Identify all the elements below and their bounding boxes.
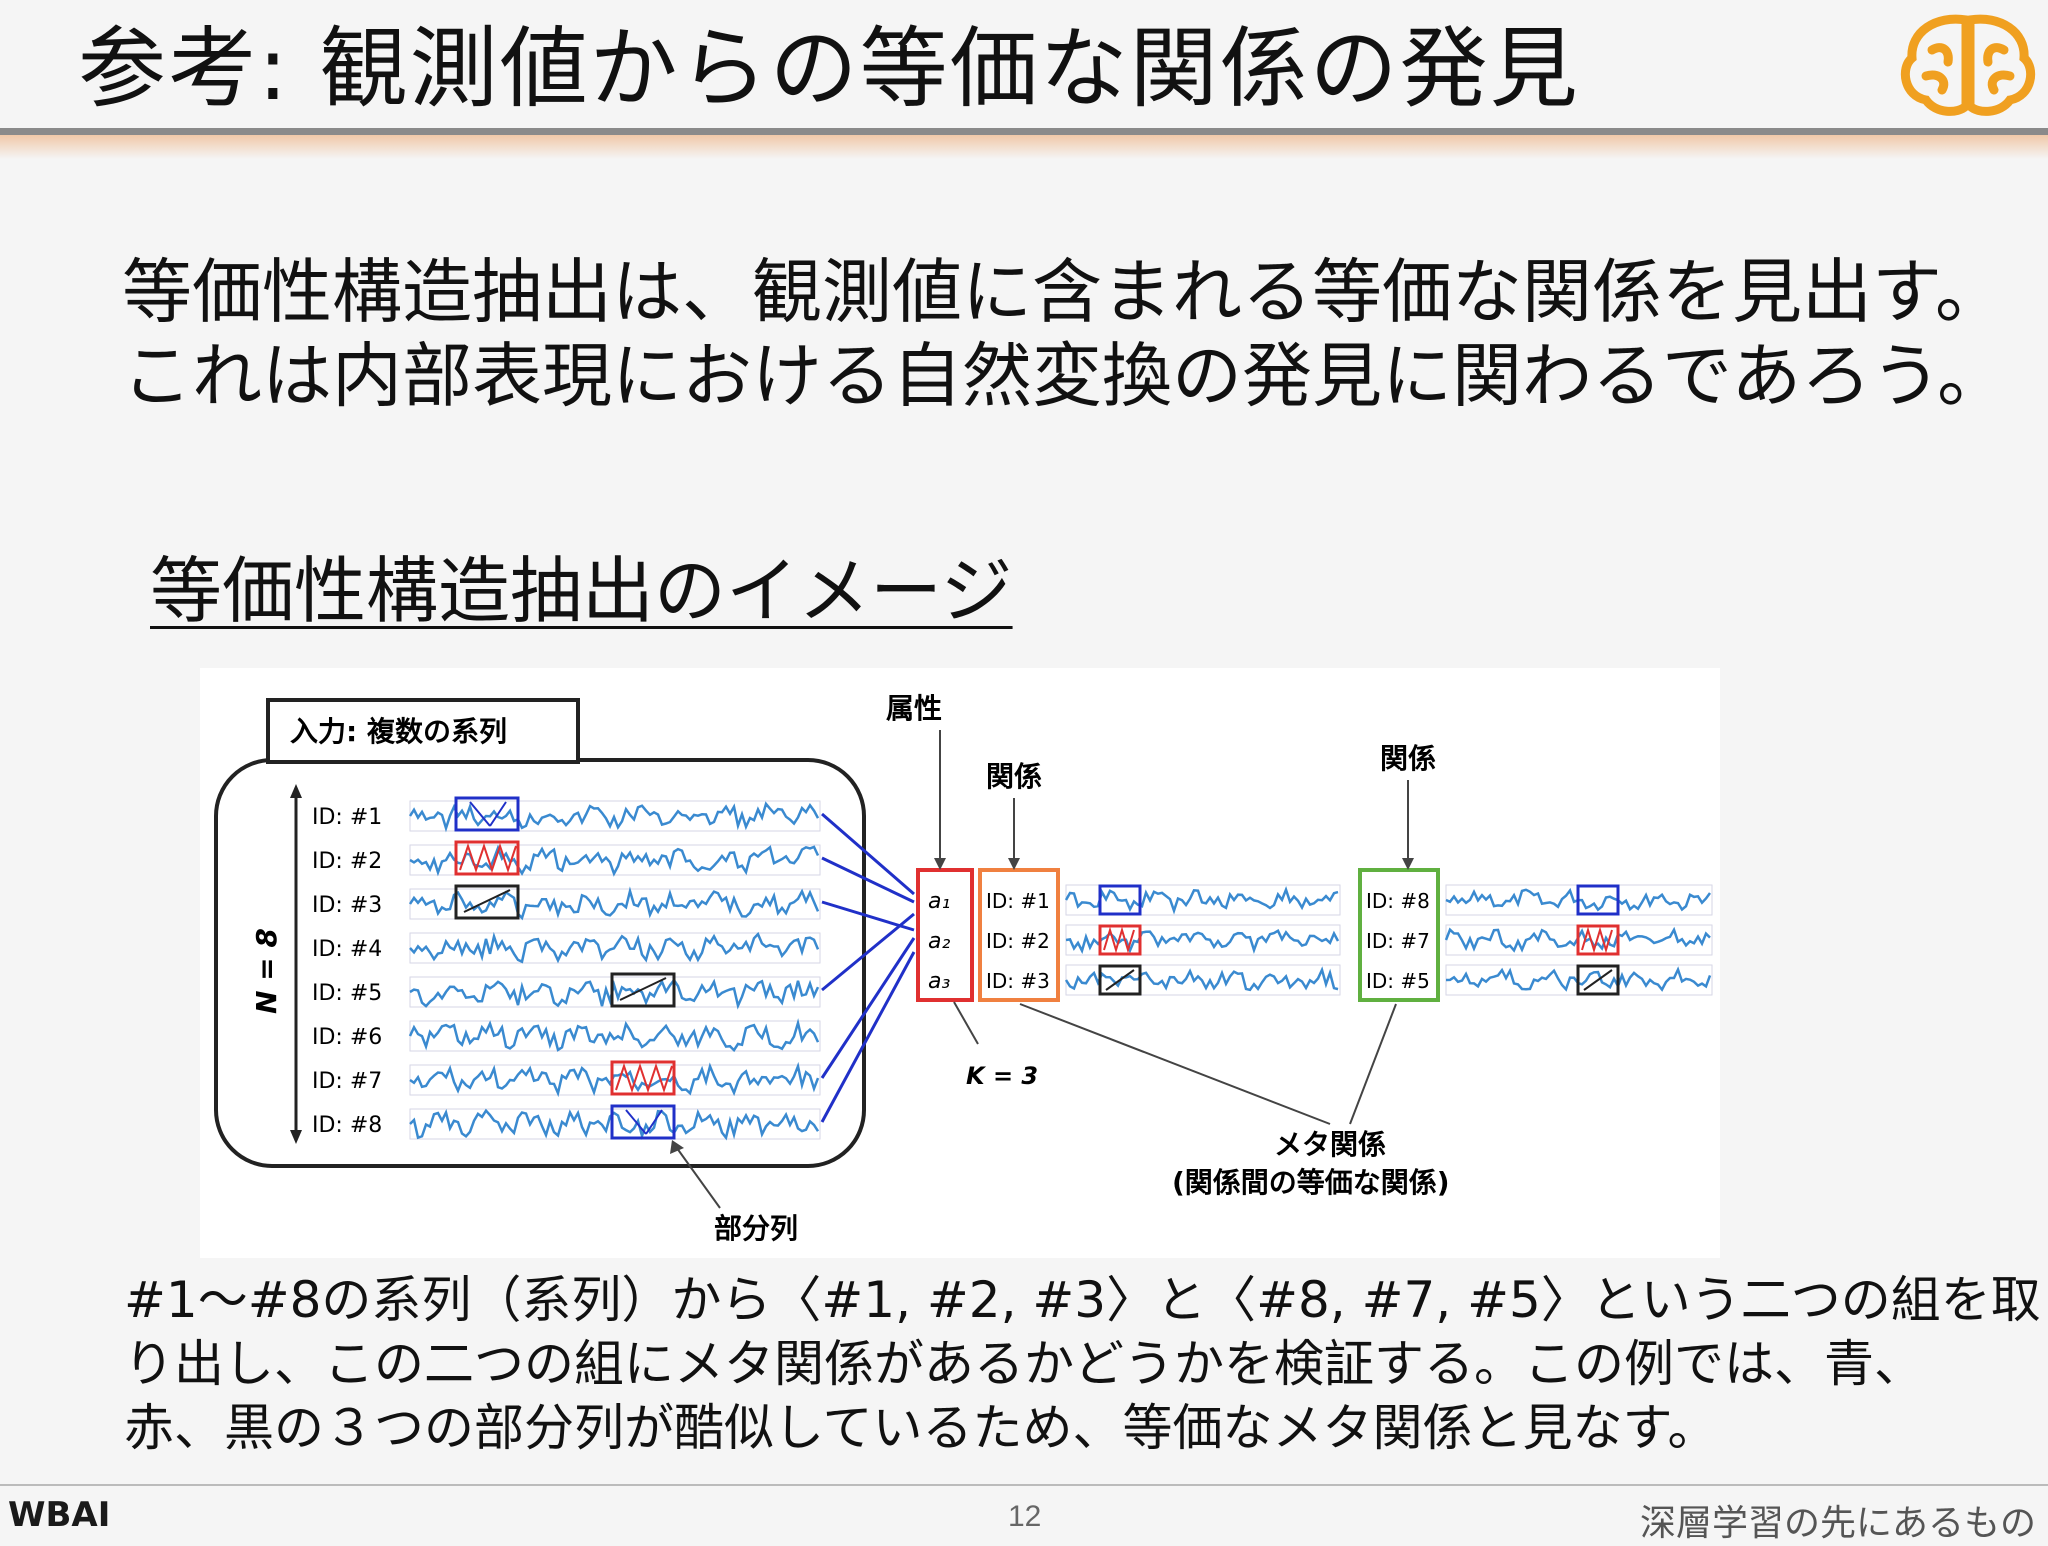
subseq-mark-black <box>1583 969 1613 991</box>
figure-caption: #1〜#8の系列（系列）から〈#1, #2, #3〉と〈#8, #7, #5〉と… <box>124 1268 2041 1460</box>
series-id-label: ID: #5 <box>312 981 382 1006</box>
attribute-pointer-head <box>934 858 946 870</box>
subseq-box-black <box>1098 964 1142 996</box>
meta-sublabel: (関係間の等価な関係) <box>1172 1166 1450 1199</box>
subseq-mark-red <box>459 842 517 874</box>
title-shadow <box>0 135 2048 159</box>
subseq-box-red <box>1098 924 1142 956</box>
n-label: N = 8 <box>250 928 283 1014</box>
mapping-arrow <box>820 937 916 1079</box>
subseq-box-black <box>610 972 676 1008</box>
series-id-label: ID: #4 <box>312 937 382 962</box>
series-id-label: ID: #7 <box>312 1069 382 1094</box>
mapping-arrow <box>821 856 915 904</box>
group2-id: ID: #5 <box>1366 969 1430 993</box>
k-pointer <box>953 1001 979 1045</box>
caption-line-2: り出し、この二つの組にメタ関係があるかどうかを検証する。この例では、青、 <box>124 1335 1924 1393</box>
title-divider <box>0 128 2048 135</box>
subseq-mark-red <box>1581 926 1613 954</box>
body-line-1: 等価性構造抽出は、観測値に含まれる等価な関係を見出す。 <box>122 251 2005 333</box>
input-series-waves <box>408 800 821 1141</box>
subseq-box-red <box>610 1060 676 1096</box>
relation-box-1 <box>978 868 1060 1002</box>
body-line-2: これは内部表現における自然変換の発見に関わるであろう。 <box>122 335 2008 417</box>
subseq-box-blue <box>610 1104 676 1140</box>
slide-title: 参考: 観測値からの等価な関係の発見 <box>78 17 1580 120</box>
series-id-label: ID: #3 <box>312 893 382 918</box>
mapping-arrow <box>821 812 915 896</box>
group2-id: ID: #8 <box>1366 889 1430 913</box>
relation-heading-1: 関係 <box>986 760 1042 793</box>
attribute-heading: 属性 <box>886 692 942 725</box>
attribute-box <box>916 868 974 1002</box>
subseq-mark-blue <box>489 801 507 827</box>
subseq-mark-blue <box>645 1109 663 1135</box>
subseq-box-black <box>454 884 520 920</box>
group1-id: ID: #1 <box>986 889 1050 913</box>
series-wave <box>408 1018 820 1053</box>
subseq-box-blue <box>1576 884 1620 916</box>
relation-pointer-1-head <box>1008 858 1020 870</box>
series-wave <box>409 1061 820 1098</box>
input-label: 入力: 複数の系列 <box>290 715 507 748</box>
group1-id: ID: #2 <box>986 929 1050 953</box>
subseq-box-black <box>1576 964 1620 996</box>
subseq-pointer <box>673 1143 721 1209</box>
series-id-label: ID: #8 <box>312 1113 382 1138</box>
meta-pointer <box>1349 1003 1397 1125</box>
mapping-arrow <box>820 951 916 1123</box>
subseq-mark-red <box>1103 926 1135 954</box>
group1-waves <box>1064 884 1341 996</box>
subseq-mark-black <box>1105 969 1135 991</box>
input-label-box <box>266 698 580 764</box>
series-id-label: ID: #6 <box>312 1025 382 1050</box>
n-axis-arrow-top <box>290 784 302 798</box>
mapping-arrow <box>821 912 915 992</box>
subseq-box-blue <box>1098 884 1142 916</box>
series-wave <box>409 931 820 964</box>
subseq-box-blue <box>454 796 520 832</box>
series-id-label: ID: #1 <box>312 805 382 830</box>
brain-logo-icon <box>1900 14 2036 116</box>
figure-heading: 等価性構造抽出のイメージ <box>150 549 1013 633</box>
deck-title: 深層学習の先にあるもの <box>1640 1503 2037 1544</box>
series-wave <box>409 977 820 1010</box>
group2-id: ID: #7 <box>1366 929 1430 953</box>
subseq-pointer-head <box>670 1140 684 1154</box>
series-id-label: ID: #2 <box>312 849 382 874</box>
attribute-label: a₁ <box>928 889 950 914</box>
footer-divider <box>0 1484 2048 1486</box>
series-wave <box>408 801 820 833</box>
attribute-label: a₂ <box>928 929 950 954</box>
series-wave <box>1064 886 1339 915</box>
wbai-logo-text: WBAI <box>8 1495 110 1532</box>
n-axis-arrow-bottom <box>290 1130 302 1144</box>
subseq-mark-blue <box>469 801 491 827</box>
page-number: 12 <box>1008 1500 1042 1533</box>
wbai-logo: WBAI <box>8 1495 110 1532</box>
relation-heading-2: 関係 <box>1380 742 1436 775</box>
subseq-box-red <box>454 840 520 876</box>
group1-id: ID: #3 <box>986 969 1050 993</box>
meta-pointer <box>1019 1003 1331 1125</box>
subseq-label: 部分列 <box>714 1212 798 1245</box>
equivalence-extraction-diagram: 入力: 複数の系列 N = 8 ID: #1 ID: #2 ID: #3 ID:… <box>200 668 1720 1258</box>
subseq-mark-black <box>463 889 511 913</box>
body-text: 等価性構造抽出は、観測値に含まれる等価な関係を見出す。 これは内部表現における自… <box>122 250 2007 418</box>
subseq-mark-red <box>615 1062 673 1094</box>
caption-line-1: #1〜#8の系列（系列）から〈#1, #2, #3〉と〈#8, #7, #5〉と… <box>124 1271 2041 1329</box>
relation-pointer-2-head <box>1402 858 1414 870</box>
caption-line-3: 赤、黒の３つの部分列が酷似しているため、等価なメタ関係と見なす。 <box>124 1399 1718 1457</box>
attribute-label: a₃ <box>928 969 950 994</box>
subseq-mark-blue <box>625 1109 647 1135</box>
meta-label: メタ関係 <box>1274 1128 1386 1161</box>
series-wave <box>1064 966 1339 992</box>
subseq-box-red <box>1576 924 1620 956</box>
series-wave <box>409 1108 820 1141</box>
subseq-mark-black <box>619 977 667 1001</box>
k-label: K = 3 <box>966 1062 1038 1090</box>
relation-box-2 <box>1358 868 1440 1002</box>
